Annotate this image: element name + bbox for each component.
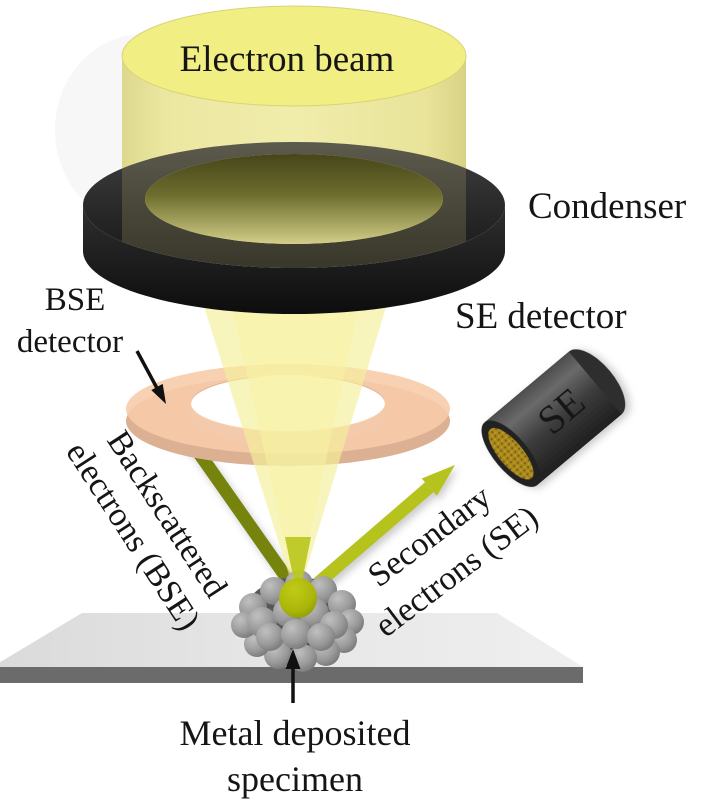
beam-cone-core <box>228 291 362 597</box>
bse-ring-top-surface <box>126 364 450 454</box>
se-arrow-shaft <box>305 482 434 595</box>
se-detector-label: SE detector <box>455 296 627 337</box>
se-electrons-arrow <box>305 465 455 595</box>
condenser-lens <box>83 142 505 314</box>
condenser-bore <box>145 154 443 244</box>
specimen-label-arrow <box>285 649 301 703</box>
electron-beam-label: Electron beam <box>180 39 395 80</box>
se-arrow-head <box>421 465 455 496</box>
beam-cylinder-top <box>121 5 467 107</box>
se-detector-face-grid <box>488 428 534 480</box>
condenser-front-face <box>83 205 505 314</box>
bse-detector-label-line1: BSE <box>45 282 106 318</box>
beam-tip-spot <box>279 578 317 618</box>
specimen-label-line2: specimen <box>227 759 363 799</box>
bse-detector-label-line2: detector <box>17 324 123 360</box>
bse-label-arrow <box>135 350 166 404</box>
specimen-label: Metal deposited specimen <box>180 713 411 799</box>
bse-arrow-shaft <box>188 442 304 598</box>
condenser-label: Condenser <box>528 186 686 227</box>
bse-detector-label: BSE detector <box>17 282 123 360</box>
beam-tip <box>279 537 317 618</box>
se-detector-cylinder: SE <box>481 349 626 487</box>
beam-cone <box>199 291 391 600</box>
specimen-label-line1: Metal deposited <box>180 713 411 753</box>
condenser-top-surface <box>83 142 505 268</box>
beam-tip-ray <box>285 537 311 601</box>
